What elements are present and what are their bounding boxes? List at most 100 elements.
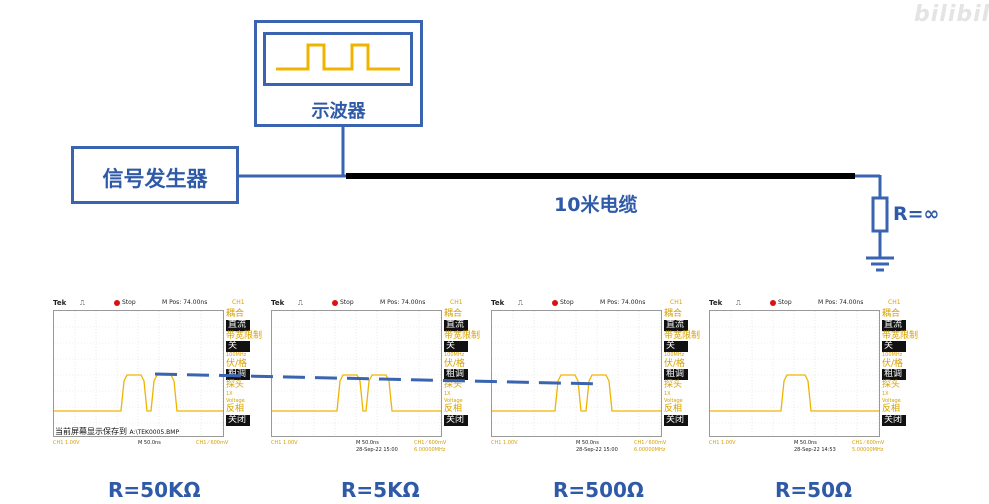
scope-status-bar: CH1 1.00V M 50.0ns 28-Sep-22 15:00 CH1 ⁄… (268, 440, 483, 458)
scope-status-bar: CH1 1.00V M 50.0ns 28-Sep-22 14:53 CH1 ⁄… (706, 440, 921, 458)
scope-menu-item: 关闭 (882, 414, 906, 426)
signal-frequency: 6.00000MHz (414, 447, 446, 453)
scope-menu-item: 探头 (664, 380, 683, 391)
scope-menu-item: 耦合 (226, 309, 245, 319)
scope-menu-note: 100MHz (882, 352, 903, 359)
scope-menu-item: 反相 (882, 404, 901, 415)
channel-scale: CH1 1.00V (271, 440, 298, 446)
scope-menu-note: Voltage (882, 397, 901, 404)
scope-channel-header: CH1 (670, 299, 683, 306)
scope-menu-item: 直流 (444, 319, 468, 331)
channel-scale: CH1 1.00V (709, 440, 736, 446)
scope-menu-item: 带宽限制 (882, 330, 919, 341)
caption-500: R=500Ω (553, 478, 644, 502)
load-label: R=∞ (893, 203, 940, 225)
scope-header: Tek ⎍ Stop M Pos: 74.00ns CH1 (488, 298, 703, 309)
scope-menu-note: 1X (226, 391, 233, 398)
caption-5k: R=5KΩ (341, 478, 420, 502)
scope-menu-item: 带宽限制 (664, 330, 701, 341)
cable-label: 10米电缆 (554, 194, 638, 216)
time-scale: M 50.0ns (794, 440, 817, 446)
scope-brand: Tek (709, 299, 723, 307)
scope-screen (709, 310, 880, 437)
signal-generator-box: 信号发生器 (71, 146, 239, 204)
scope-header: Tek ⎍ Stop M Pos: 74.00ns CH1 (50, 298, 265, 309)
scope-status-bar: CH1 1.00V M 50.0ns CH1 ⁄ 600mV (50, 440, 265, 458)
scope-menu-item: 直流 (226, 319, 250, 331)
scope-status: Stop (340, 299, 354, 306)
scope-menu-item: 探头 (882, 380, 901, 391)
oscilloscope-label: 示波器 (311, 101, 366, 122)
scope-header: Tek ⎍ Stop M Pos: 74.00ns CH1 (268, 298, 483, 309)
scope-menu-item: 探头 (226, 380, 245, 391)
scope-brand: Tek (491, 299, 505, 307)
scope-menu-item: 耦合 (444, 309, 463, 319)
scope-menu-item: 关 (882, 341, 906, 353)
stop-indicator-icon (552, 300, 558, 306)
scope-menu-item: 关 (664, 341, 688, 353)
stop-indicator-icon (114, 300, 120, 306)
scope-menu-item: 耦合 (664, 309, 683, 319)
scope-menu-item: 反相 (664, 404, 683, 415)
scope-menu-note: 100MHz (226, 352, 247, 359)
scope-menu-note: 1X (444, 391, 451, 398)
scope-mpos: M Pos: 74.00ns (818, 299, 864, 306)
scope-mpos: M Pos: 74.00ns (162, 299, 208, 306)
scope-menu-item: 关 (226, 341, 250, 353)
scope-channel-header: CH1 (450, 299, 463, 306)
scope-status: Stop (560, 299, 574, 306)
channel-scale: CH1 1.00V (491, 440, 518, 446)
scope-menu-item: 关闭 (444, 414, 468, 426)
scope-waveform (492, 311, 661, 436)
scope-status: Stop (778, 299, 792, 306)
capture-date: 28-Sep-22 15:00 (356, 447, 398, 453)
bilibili-watermark: bilibili (914, 2, 989, 27)
scope-menu-item: 关 (444, 341, 468, 353)
time-scale: M 50.0ns (356, 440, 379, 446)
scope-brand: Tek (53, 299, 67, 307)
scope-menu-item: 伏/格 (444, 358, 466, 369)
trigger-level: CH1 ⁄ 600mV (852, 440, 885, 446)
capture-date: 28-Sep-22 15:00 (576, 447, 618, 453)
square-wave-icon (276, 43, 400, 71)
time-scale: M 50.0ns (576, 440, 599, 446)
scope-menu-item: 关闭 (664, 414, 688, 426)
scope-menu-item: 耦合 (882, 309, 901, 319)
scope-status-bar: CH1 1.00V M 50.0ns 28-Sep-22 15:00 CH1 ⁄… (488, 440, 703, 458)
scope-menu-note: Voltage (444, 397, 463, 404)
caption-50: R=50Ω (775, 478, 852, 502)
scope-screen (271, 310, 442, 437)
scope-menu-item: 伏/格 (664, 358, 686, 369)
scope-menu-item: 伏/格 (882, 358, 904, 369)
scope-brand: Tek (271, 299, 285, 307)
scope-menu-note: Voltage (664, 397, 683, 404)
scope-menu-item: 带宽限制 (226, 330, 263, 341)
scope-channel-header: CH1 (888, 299, 901, 306)
channel-scale: CH1 1.00V (53, 440, 80, 446)
caption-50k: R=50KΩ (108, 478, 201, 502)
scope-menu-note: 1X (882, 391, 889, 398)
scope-menu-note: 1X (664, 391, 671, 398)
stop-indicator-icon (770, 300, 776, 306)
scope-status: Stop (122, 299, 136, 306)
scope-menu-item: 伏/格 (226, 358, 248, 369)
save-message: 当前屏幕显示保存到 A:\TEK0005.BMP (55, 426, 180, 436)
trigger-pulse-icon: ⎍ (518, 299, 523, 307)
oscilloscope-screen (263, 32, 413, 86)
scope-menu-item: 带宽限制 (444, 330, 481, 341)
scope-header: Tek ⎍ Stop M Pos: 74.00ns CH1 (706, 298, 921, 309)
trigger-pulse-icon: ⎍ (80, 299, 85, 307)
scope-menu-note: Voltage (226, 397, 245, 404)
trigger-level: CH1 ⁄ 600mV (196, 440, 229, 446)
scope-menu-item: 反相 (226, 404, 245, 415)
capture-date: 28-Sep-22 14:53 (794, 447, 836, 453)
time-scale: M 50.0ns (138, 440, 161, 446)
scope-menu-item: 探头 (444, 380, 463, 391)
stop-indicator-icon (332, 300, 338, 306)
scope-channel-header: CH1 (232, 299, 245, 306)
scope-menu-note: 100MHz (664, 352, 685, 359)
